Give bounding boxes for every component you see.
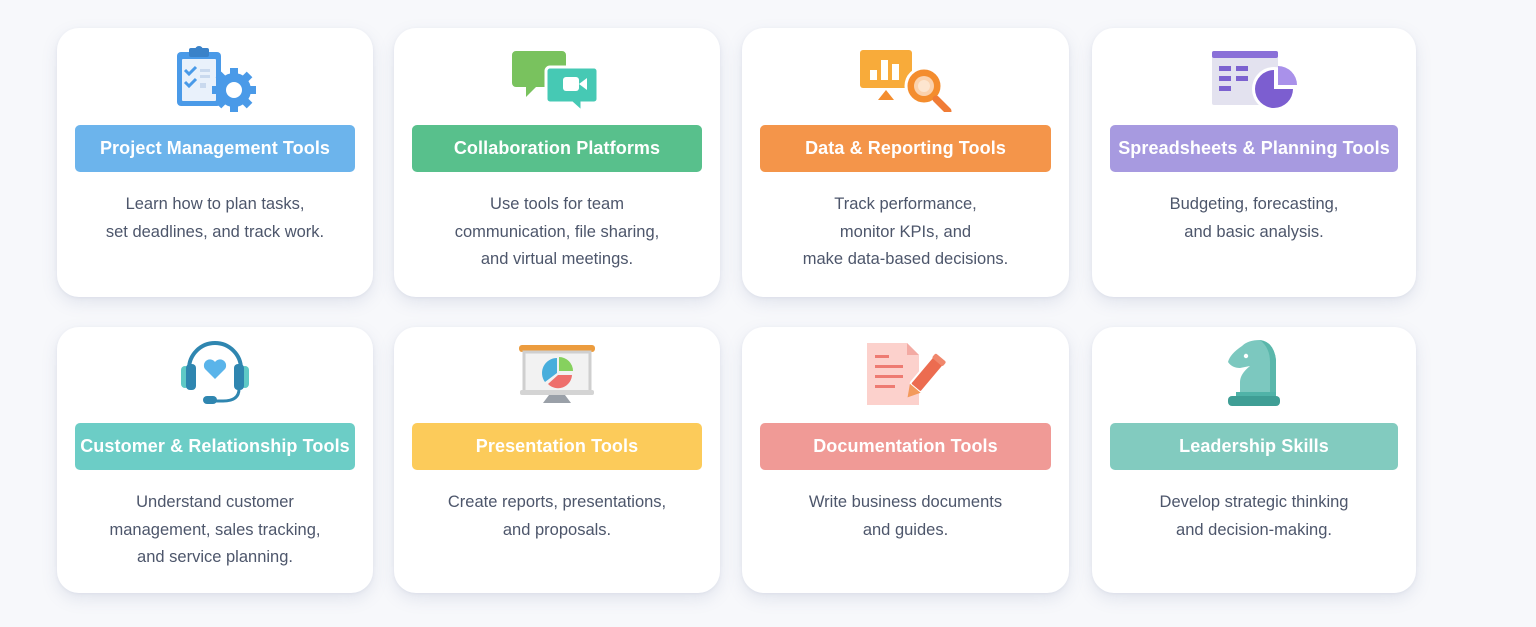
card-title: Leadership Skills (1110, 423, 1398, 470)
description-line: Learn how to plan tasks, (125, 195, 305, 213)
description-line: communication, file sharing, (454, 222, 660, 241)
card-customer-relationship[interactable]: Customer & Relationship Tools Understand… (57, 327, 373, 593)
card-spreadsheets-planning[interactable]: Spreadsheets & Planning Tools Budgeting,… (1092, 28, 1416, 297)
description-line: monitor KPIs, and (839, 222, 972, 241)
card-project-management[interactable]: Project Management Tools Learn how to pl… (57, 28, 373, 297)
description-line: and service planning. (137, 548, 293, 566)
card-leadership-skills[interactable]: Leadership Skills Develop strategic thin… (1092, 327, 1416, 593)
chart-magnifier-icon (742, 44, 1069, 114)
description-line: and guides. (862, 520, 949, 539)
description-line: and virtual meetings. (480, 250, 634, 268)
card-documentation-tools[interactable]: Documentation Tools Write business docum… (742, 327, 1069, 593)
description-line: Understand customer (136, 493, 294, 511)
card-description: Use tools for team communication, file s… (404, 191, 710, 274)
description-line: and proposals. (502, 520, 612, 539)
card-collaboration-platforms[interactable]: Collaboration Platforms Use tools for te… (394, 28, 720, 297)
presentation-board-icon (394, 339, 720, 409)
card-data-reporting[interactable]: Data & Reporting Tools Track performance… (742, 28, 1069, 297)
card-title: Presentation Tools (412, 423, 702, 470)
card-description: Write business documents and guides. (752, 489, 1059, 544)
document-pencil-icon (742, 339, 1069, 409)
description-line: Develop strategic thinking (1159, 493, 1349, 511)
card-title: Data & Reporting Tools (760, 125, 1051, 172)
description-line: Budgeting, forecasting, (1169, 195, 1339, 213)
card-title: Spreadsheets & Planning Tools (1110, 125, 1398, 172)
card-description: Understand customer management, sales tr… (67, 489, 363, 572)
card-description: Track performance, monitor KPIs, and mak… (752, 191, 1059, 274)
description-line: Track performance, (834, 195, 977, 213)
card-description: Develop strategic thinking and decision-… (1102, 489, 1406, 544)
card-title: Customer & Relationship Tools (75, 423, 355, 470)
card-description: Create reports, presentations, and propo… (404, 489, 710, 544)
description-line: make data-based decisions. (802, 250, 1009, 268)
description-line: Use tools for team (490, 195, 624, 213)
description-line: Write business documents (808, 493, 1003, 511)
card-title: Project Management Tools (75, 125, 355, 172)
description-line: management, sales tracking, (109, 520, 321, 539)
card-title: Collaboration Platforms (412, 125, 702, 172)
description-line: and decision-making. (1176, 520, 1332, 539)
card-presentation-tools[interactable]: Presentation Tools Create reports, prese… (394, 327, 720, 593)
chat-video-icon (394, 44, 720, 114)
card-title: Documentation Tools (760, 423, 1051, 470)
spreadsheet-pie-icon (1092, 44, 1416, 114)
chess-knight-icon (1092, 339, 1416, 409)
description-line: and basic analysis. (1184, 222, 1324, 241)
card-description: Learn how to plan tasks, set deadlines, … (67, 191, 363, 246)
card-description: Budgeting, forecasting, and basic analys… (1102, 191, 1406, 246)
headset-heart-icon (57, 339, 373, 409)
description-line: set deadlines, and track work. (105, 222, 325, 241)
clipboard-gear-icon (57, 44, 373, 114)
description-line: Create reports, presentations, (447, 493, 667, 511)
